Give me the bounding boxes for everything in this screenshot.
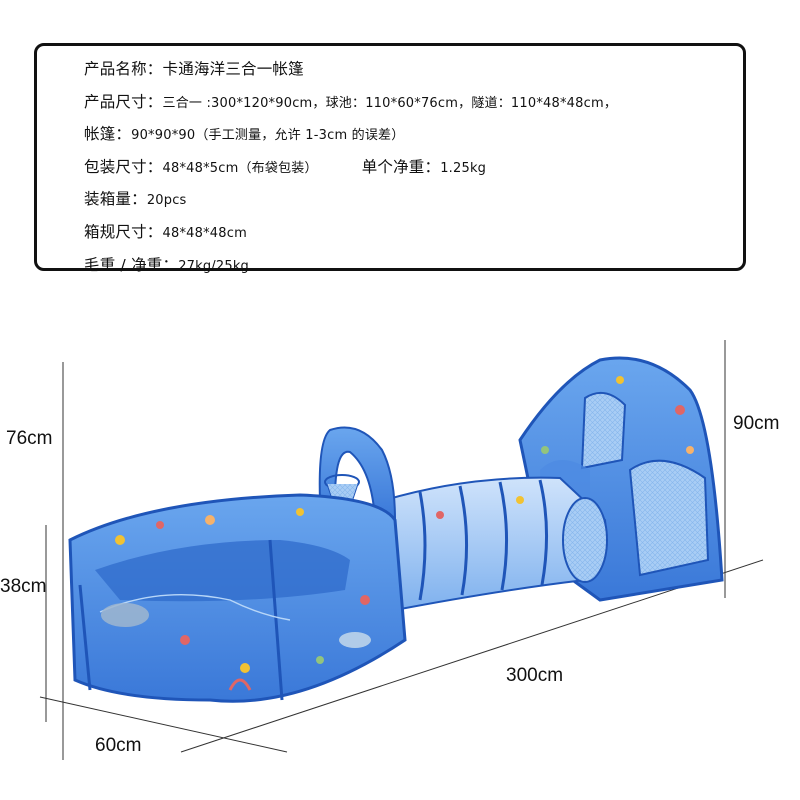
spec-name-line: 产品名称：卡通海洋三合一帐篷 bbox=[84, 53, 743, 86]
spec-size-value: 三合一 :300*120*90cm，球池：110*60*76cm，隧道：110*… bbox=[162, 95, 618, 111]
spec-size-label: 产品尺寸： bbox=[84, 92, 163, 111]
spec-gross-line: 毛重 / 净重：27kg/25kg bbox=[84, 249, 743, 282]
spec-name-label: 产品名称： bbox=[84, 60, 163, 78]
spec-qty-label: 装箱量： bbox=[84, 190, 147, 209]
spec-tent-label: 帐篷： bbox=[84, 125, 132, 144]
spec-carton-value: 48*48*48cm bbox=[162, 225, 247, 241]
spec-qty-value: 20pcs bbox=[146, 193, 187, 209]
dimension-height-total: 76cm bbox=[6, 428, 53, 449]
spec-carton-label: 箱规尺寸： bbox=[84, 222, 163, 241]
spec-carton-line: 箱规尺寸：48*48*48cm bbox=[84, 216, 743, 249]
tunnel bbox=[383, 476, 608, 612]
spec-size-line: 产品尺寸：三合一 :300*120*90cm，球池：110*60*76cm，隧道… bbox=[84, 86, 743, 119]
spec-qty-line: 装箱量：20pcs bbox=[84, 183, 743, 216]
spec-gross-value: 27kg/25kg bbox=[178, 258, 250, 274]
spec-weight-value: 1.25kg bbox=[440, 160, 487, 176]
spec-pack-line: 包装尺寸：48*48*5cm（布袋包装） 单个净重：1.25kg bbox=[84, 151, 743, 184]
spec-pack-label: 包装尺寸： bbox=[84, 157, 163, 176]
spec-gross-label: 毛重 / 净重： bbox=[84, 255, 179, 274]
spec-tent-line: 帐篷：90*90*90（手工测量，允许 1-3cm 的误差） bbox=[84, 118, 743, 151]
dimension-length: 300cm bbox=[506, 665, 564, 686]
spec-tent-value: 90*90*90（手工测量，允许 1-3cm 的误差） bbox=[131, 128, 405, 144]
spec-weight-label: 单个净重： bbox=[361, 157, 441, 176]
dimension-tent-height: 90cm bbox=[733, 413, 780, 434]
dimension-lines bbox=[39, 340, 764, 760]
product-spec-box: 产品名称：卡通海洋三合一帐篷 产品尺寸：三合一 :300*120*90cm，球池… bbox=[34, 43, 746, 274]
dimension-height-pit: 38cm bbox=[0, 576, 47, 597]
spec-pack-value: 48*48*5cm（布袋包装） bbox=[162, 160, 318, 176]
dimension-depth: 60cm bbox=[95, 735, 142, 756]
product-photo bbox=[39, 340, 764, 760]
spec-name-value: 卡通海洋三合一帐篷 bbox=[162, 60, 304, 78]
ball-pit bbox=[68, 493, 407, 703]
fish-prints bbox=[115, 376, 694, 691]
